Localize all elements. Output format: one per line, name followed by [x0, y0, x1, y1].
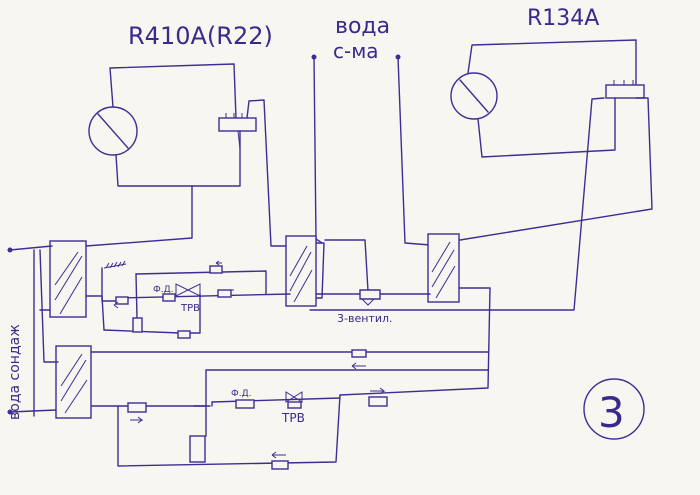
line-to-middle-hx [246, 99, 289, 247]
water-supply-line [313, 56, 323, 244]
line-right-down [309, 97, 605, 311]
compressor-left-discharge [115, 130, 241, 187]
circled-number: 3 [598, 388, 625, 437]
label-r134a: R134A [527, 6, 599, 31]
circled-number-ring [583, 378, 645, 440]
label-water-left: вода сондаж [7, 324, 23, 420]
line-right-hx-down [339, 287, 491, 396]
water-system-lines [309, 54, 431, 299]
borehole-lines [7, 245, 59, 417]
compressor-right-diagonal [459, 79, 489, 113]
expansion-valve-upper [175, 283, 201, 297]
label-r410a: R410A(R22) [128, 22, 273, 50]
label-filter-drier-upper: Ф.Д. [153, 285, 174, 295]
hx-right [427, 233, 460, 303]
lower-circuit: Ф.Д. ТРВ [91, 349, 489, 470]
check-valve-lower-2 [127, 402, 147, 413]
water-return-line [397, 56, 431, 246]
hx-bottom-left [55, 345, 92, 419]
receiver-upper [132, 317, 143, 333]
compressor-right-suction [467, 39, 637, 86]
label-trv-upper: ТРВ [180, 303, 200, 314]
check-valve-lower-4 [368, 396, 388, 407]
check-valve-upper-2 [217, 289, 232, 298]
bypass-line-upper [135, 270, 267, 295]
check-valve-lower-3 [271, 460, 289, 470]
label-three-way-valve: 3-вентил. [337, 312, 393, 325]
label-trv-lower: ТРВ [281, 411, 305, 425]
line-to-three-way-valve [324, 239, 369, 292]
four-way-valve-left [218, 117, 257, 132]
liquid-line-upper [117, 293, 291, 299]
check-valve-upper-1 [115, 296, 129, 305]
hx-middle [285, 235, 317, 307]
compressor-left-group [88, 63, 289, 247]
check-valve-lower-1 [351, 349, 367, 358]
filter-drier-upper [162, 293, 176, 302]
compressor-right-group [309, 39, 653, 311]
check-valve-upper-3 [209, 265, 223, 274]
line-lower-loop [117, 394, 341, 467]
hx-top-left [49, 240, 87, 318]
line-right-to-hx [459, 97, 653, 241]
borehole-return [39, 249, 59, 363]
three-way-valve [359, 289, 381, 300]
check-valve-upper-4 [177, 330, 191, 339]
line-hx-to-compressor [85, 185, 193, 247]
three-way-valve-group: 3-вентил. [315, 287, 491, 396]
expansion-valve-lower [285, 391, 303, 403]
top-circuit: Ф.Д. ТРВ [85, 185, 291, 339]
compressor-right-circle [450, 72, 498, 120]
compressor-left-diagonal [97, 113, 129, 149]
filter-drier-lower [235, 399, 255, 409]
compressor-left-suction [109, 63, 237, 119]
label-water-top-line2: с-ма [333, 39, 379, 63]
line-lower-supply [91, 369, 489, 407]
label-water-top-line1: вода [335, 14, 390, 39]
receiver-lower [189, 435, 206, 463]
liquid-line-lower [211, 397, 341, 407]
label-filter-drier-lower: Ф.Д. [231, 389, 252, 399]
four-way-valve-right [605, 84, 645, 99]
compressor-right-discharge [477, 97, 616, 158]
